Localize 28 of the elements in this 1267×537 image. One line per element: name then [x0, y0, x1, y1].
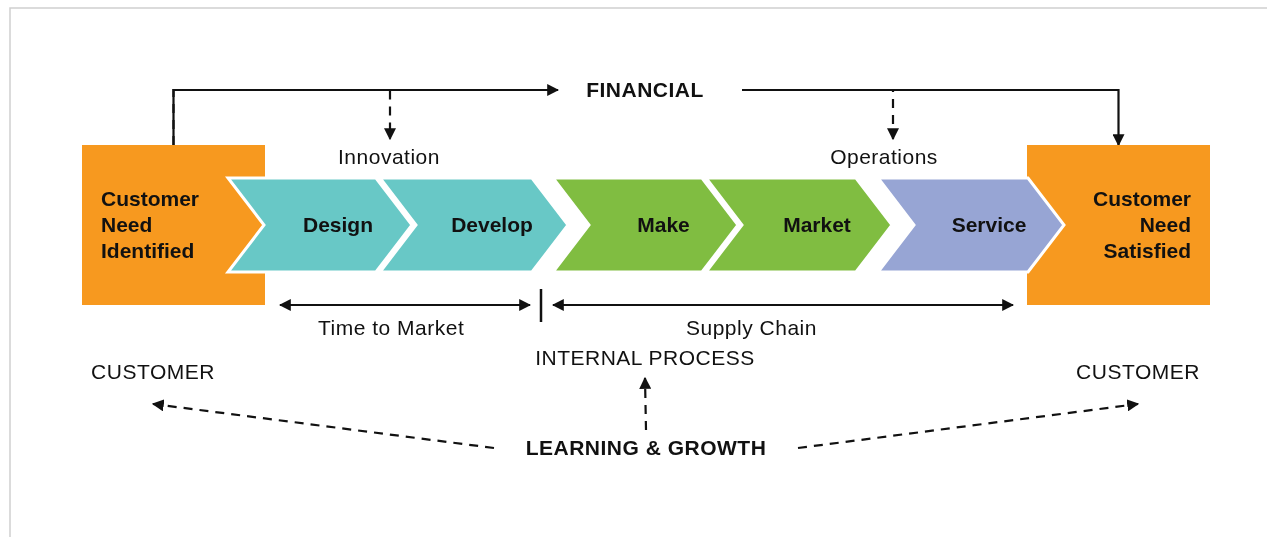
step-label: Service: [951, 212, 1027, 238]
perspective-label: CUSTOMER: [78, 360, 228, 384]
chevron-step: [380, 178, 568, 272]
perspective-heading: LEARNING & GROWTH: [498, 436, 794, 460]
arrow: [797, 399, 1140, 450]
step-label: Market: [783, 212, 851, 238]
arrow: [151, 399, 495, 450]
customer-box: [82, 145, 265, 305]
chevron-step: [228, 178, 412, 272]
perspective-label: Operations: [812, 145, 956, 169]
arrow: [172, 88, 396, 145]
step-label: Customer Need Identified: [101, 186, 201, 264]
span-label: Time to Market: [318, 316, 465, 340]
arrow: [639, 376, 652, 431]
step-label: Make: [637, 212, 690, 238]
perspective-label: INTERNAL PROCESS: [510, 346, 780, 370]
perspective-label: CUSTOMER: [1062, 360, 1214, 384]
step-label: Develop: [451, 212, 533, 238]
arrow: [740, 88, 899, 141]
perspective-heading: FINANCIAL: [566, 78, 724, 102]
chevron-step: [706, 178, 892, 272]
chevron-step: [553, 178, 738, 272]
chevron-step: [878, 178, 1064, 272]
customer-box: [1027, 145, 1210, 305]
step-label: Design: [303, 212, 373, 238]
span-label: Supply Chain: [686, 316, 817, 340]
step-label: Customer Need Satisfied: [1091, 186, 1191, 264]
perspective-label: Innovation: [318, 145, 460, 169]
